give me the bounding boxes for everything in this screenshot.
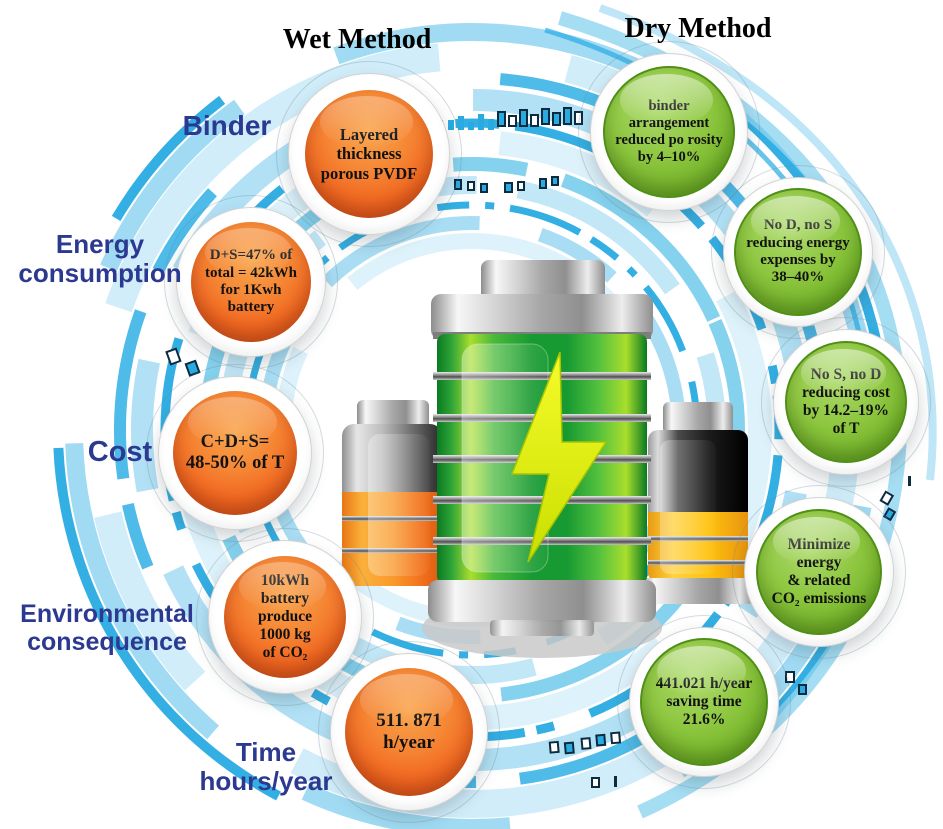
wet-bubble-cost-text: C+D+S= 48-50% of T — [173, 391, 297, 515]
dry-bubble-cost-text: No S, no D reducing cost by 14.2–19% of … — [785, 341, 907, 463]
category-label-time: Time hours/year — [199, 737, 333, 797]
dry-bubble-environment: Minimize energy & related CO₂ emissions — [732, 485, 906, 659]
wet-bubble-energy-text: D+S=47% of total = 42kWh for 1Kwh batter… — [191, 222, 311, 342]
dry-bubble-cost: No S, no D reducing cost by 14.2–19% of … — [761, 317, 931, 487]
battery-terminal — [481, 260, 605, 302]
wet-method-title: Wet Method — [282, 24, 432, 55]
wet-bubble-binder-text: Layered thickness porous PVDF — [305, 90, 433, 218]
dry-bubble-energy: No D, no S reducing energy expenses by 3… — [711, 165, 885, 339]
wet-bubble-energy: D+S=47% of total = 42kWh for 1Kwh batter… — [164, 195, 338, 369]
wet-bubble-time: 511. 871 h/year — [318, 641, 500, 823]
dry-bubble-binder-text: binder arrangement reduced po rosity by … — [603, 66, 735, 198]
dry-bubble-energy-text: No D, no S reducing energy expenses by 3… — [734, 188, 862, 316]
dry-method-title: Dry Method — [624, 13, 772, 44]
main-battery-green — [428, 260, 656, 636]
lightning-bolt-icon — [510, 351, 608, 563]
wet-bubble-binder: Layered thickness porous PVDF — [276, 61, 462, 247]
digital-bits-icon — [165, 107, 911, 788]
battery-illustration — [342, 260, 756, 658]
category-label-environmental-consequence: Environmental consequence — [20, 600, 194, 656]
category-label-binder: Binder — [182, 110, 272, 141]
wet-bubble-time-text: 511. 871 h/year — [345, 668, 473, 796]
dry-bubble-time: 441.021 h/year saving time 21.6% — [617, 615, 791, 789]
left-battery-orange — [342, 400, 442, 586]
dry-bubble-environment-text: Minimize energy & related CO₂ emissions — [756, 509, 882, 635]
category-label-cost: Cost — [87, 436, 153, 468]
dry-bubble-binder: binder arrangement reduced po rosity by … — [578, 41, 760, 223]
dry-bubble-time-text: 441.021 h/year saving time 21.6% — [640, 638, 768, 766]
category-label-energy-consumption: Energy consumption — [18, 229, 182, 289]
wet-bubble-environment: 10kWh battery produce 1000 kg of CO₂ — [196, 528, 374, 706]
right-battery-yellow — [640, 402, 756, 604]
wet-bubble-environment-text: 10kWh battery produce 1000 kg of CO₂ — [224, 556, 346, 678]
wet-bubble-cost: C+D+S= 48-50% of T — [146, 364, 324, 542]
